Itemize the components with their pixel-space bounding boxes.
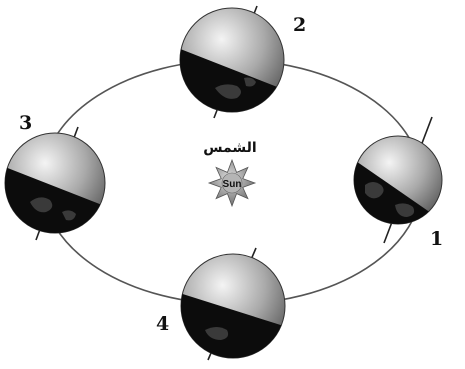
sun-arabic-label: الشمس bbox=[203, 140, 256, 156]
earth-position-3 bbox=[0, 127, 115, 240]
earth-position-1 bbox=[330, 117, 465, 260]
earth-position-2 bbox=[170, 6, 290, 120]
position-label-4: 4 bbox=[156, 313, 169, 335]
position-label-1: 1 bbox=[430, 228, 443, 250]
sun-word-label: Sun bbox=[223, 179, 242, 190]
position-label-2: 2 bbox=[293, 14, 306, 36]
position-label-3: 3 bbox=[19, 112, 32, 134]
earth-position-4 bbox=[170, 248, 290, 365]
sun: Sun الشمس bbox=[203, 140, 256, 206]
